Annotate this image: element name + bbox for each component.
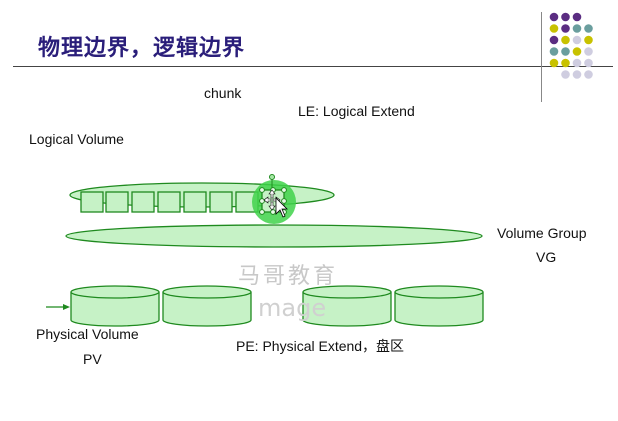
decorative-dot (572, 70, 582, 79)
decorative-dot (561, 47, 570, 56)
slide-title: 物理边界，逻辑边界 (38, 36, 246, 61)
decorative-dot-grid (549, 12, 593, 79)
resize-handle[interactable] (259, 209, 265, 215)
watermark-text-latin: mage (258, 294, 327, 322)
decorative-dot (584, 58, 593, 68)
resize-handle[interactable] (281, 198, 287, 204)
decorative-dot (549, 12, 559, 22)
logical-volume-label: Logical Volume (29, 131, 124, 147)
decorative-dot (561, 24, 570, 33)
decorative-dot (572, 24, 582, 33)
pv-cylinder (70, 285, 160, 327)
corner-divider (541, 12, 542, 102)
decorative-dot (584, 24, 593, 33)
pv-label: PV (83, 351, 102, 367)
physical-volume-label: Physical Volume (36, 326, 139, 342)
chunk-row (80, 191, 259, 213)
decorative-dot (549, 47, 559, 56)
decorative-dot (572, 35, 582, 45)
decorative-dot (572, 12, 582, 22)
decorative-dot (584, 47, 593, 56)
resize-handle[interactable] (259, 198, 265, 204)
le-label: LE: Logical Extend (298, 103, 415, 119)
pe-label: PE: Physical Extend，盘区 (236, 338, 405, 354)
chunk-box (183, 191, 207, 213)
chunk-box (105, 191, 129, 213)
watermark-text: 马哥教育 (238, 264, 339, 289)
pv-cylinder (302, 285, 392, 327)
pv-cylinder (162, 285, 252, 327)
decorative-dot (561, 12, 570, 22)
decorative-dot (549, 58, 559, 68)
move-cursor-icon (263, 189, 281, 211)
decorative-dot (584, 35, 593, 45)
chunk-box (131, 191, 155, 213)
chunk-box (157, 191, 181, 213)
decorative-dot (549, 24, 559, 33)
decorative-dot (561, 70, 570, 79)
decorative-dot (572, 58, 582, 68)
vg-label: VG (536, 249, 557, 265)
chunk-label: chunk (204, 85, 242, 101)
decorative-dot (572, 47, 582, 56)
resize-handle[interactable] (259, 187, 265, 193)
rotate-handle[interactable] (269, 174, 275, 180)
decorative-dot (584, 70, 593, 79)
decorative-dot (549, 35, 559, 45)
decorative-dot (561, 35, 570, 45)
selected-chunk[interactable] (252, 174, 296, 225)
volume-group-ellipse (65, 224, 483, 248)
chunk-box (209, 191, 233, 213)
pv-cylinder (394, 285, 484, 327)
volume-group-label: Volume Group (497, 225, 587, 241)
chunk-box (80, 191, 104, 213)
resize-handle[interactable] (281, 187, 287, 193)
title-divider (13, 66, 613, 67)
resize-handle[interactable] (270, 209, 276, 215)
pointer-cursor-icon (275, 197, 288, 218)
decorative-dot (561, 58, 570, 68)
pv-arrow-head (63, 304, 70, 310)
